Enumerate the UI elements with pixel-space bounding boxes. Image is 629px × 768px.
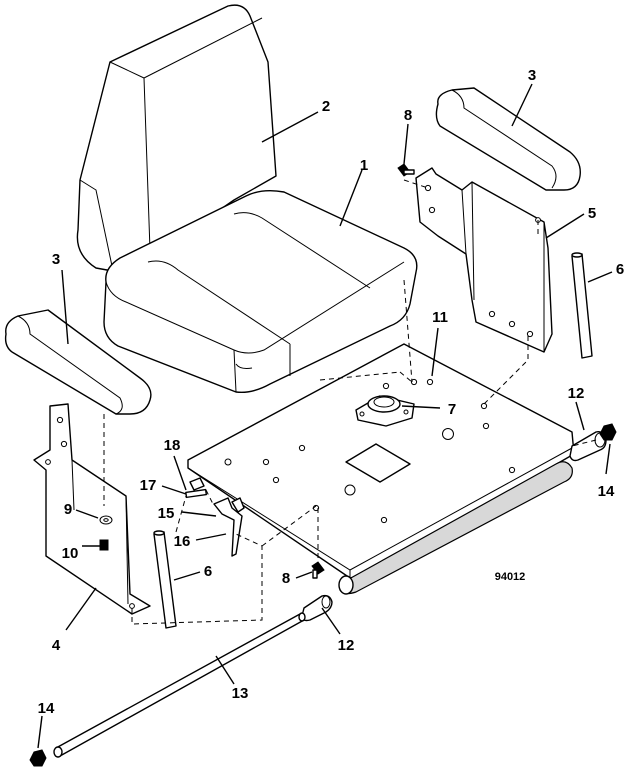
callout-5: 5 <box>588 205 596 222</box>
armrest-bracket-right <box>415 167 553 353</box>
callout-18: 18 <box>164 437 181 454</box>
callout-3-left: 3 <box>52 251 60 268</box>
callout-3-right: 3 <box>528 67 536 84</box>
callout-1: 1 <box>360 157 368 174</box>
callout-12-bottom: 12 <box>338 637 355 654</box>
assembly-lines <box>103 179 597 625</box>
seat-cushion <box>103 189 418 394</box>
callout-14-right: 14 <box>598 483 615 500</box>
seat-base-plate <box>187 343 575 595</box>
callout-8-top: 8 <box>404 107 412 124</box>
drawing-number: 94012 <box>495 571 526 583</box>
armrest-pad-right <box>435 87 581 191</box>
armrest-bracket-left <box>33 403 151 615</box>
seat-latch <box>355 395 415 427</box>
armrest-pad-left <box>4 309 152 415</box>
rods <box>53 252 593 758</box>
callout-6-right: 6 <box>616 261 624 278</box>
callout-12-right: 12 <box>568 385 585 402</box>
callout-6-left: 6 <box>204 563 212 580</box>
callout-16: 16 <box>174 533 191 550</box>
callout-11: 11 <box>432 309 448 326</box>
callout-9: 9 <box>64 501 72 518</box>
callout-10: 10 <box>62 545 79 562</box>
callout-14-bottom: 14 <box>38 700 55 717</box>
hardware <box>29 163 617 767</box>
callout-2: 2 <box>322 98 330 115</box>
callout-7: 7 <box>448 401 456 418</box>
callout-13: 13 <box>232 685 249 702</box>
callout-4: 4 <box>52 637 61 654</box>
callout-8-bottom: 8 <box>282 570 290 587</box>
leader-lines <box>37 83 613 749</box>
callout-15: 15 <box>158 505 175 522</box>
callouts: 1 2 3 3 4 5 6 6 7 8 8 9 10 11 12 12 13 1… <box>38 67 625 717</box>
callout-17: 17 <box>140 477 157 494</box>
